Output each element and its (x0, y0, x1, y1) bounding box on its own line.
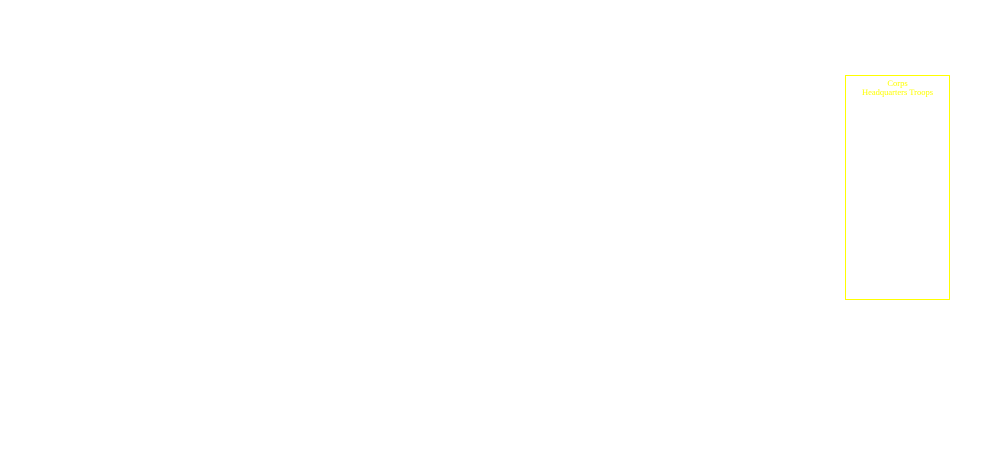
unit-box-title: Corps Headquarters Troops (846, 79, 949, 97)
unit-box-title-line-1: Corps (887, 78, 908, 88)
unit-box-title-line-2: Headquarters Troops (861, 87, 934, 97)
unit-box-corps-headquarters-troops: Corps Headquarters Troops (845, 75, 950, 300)
